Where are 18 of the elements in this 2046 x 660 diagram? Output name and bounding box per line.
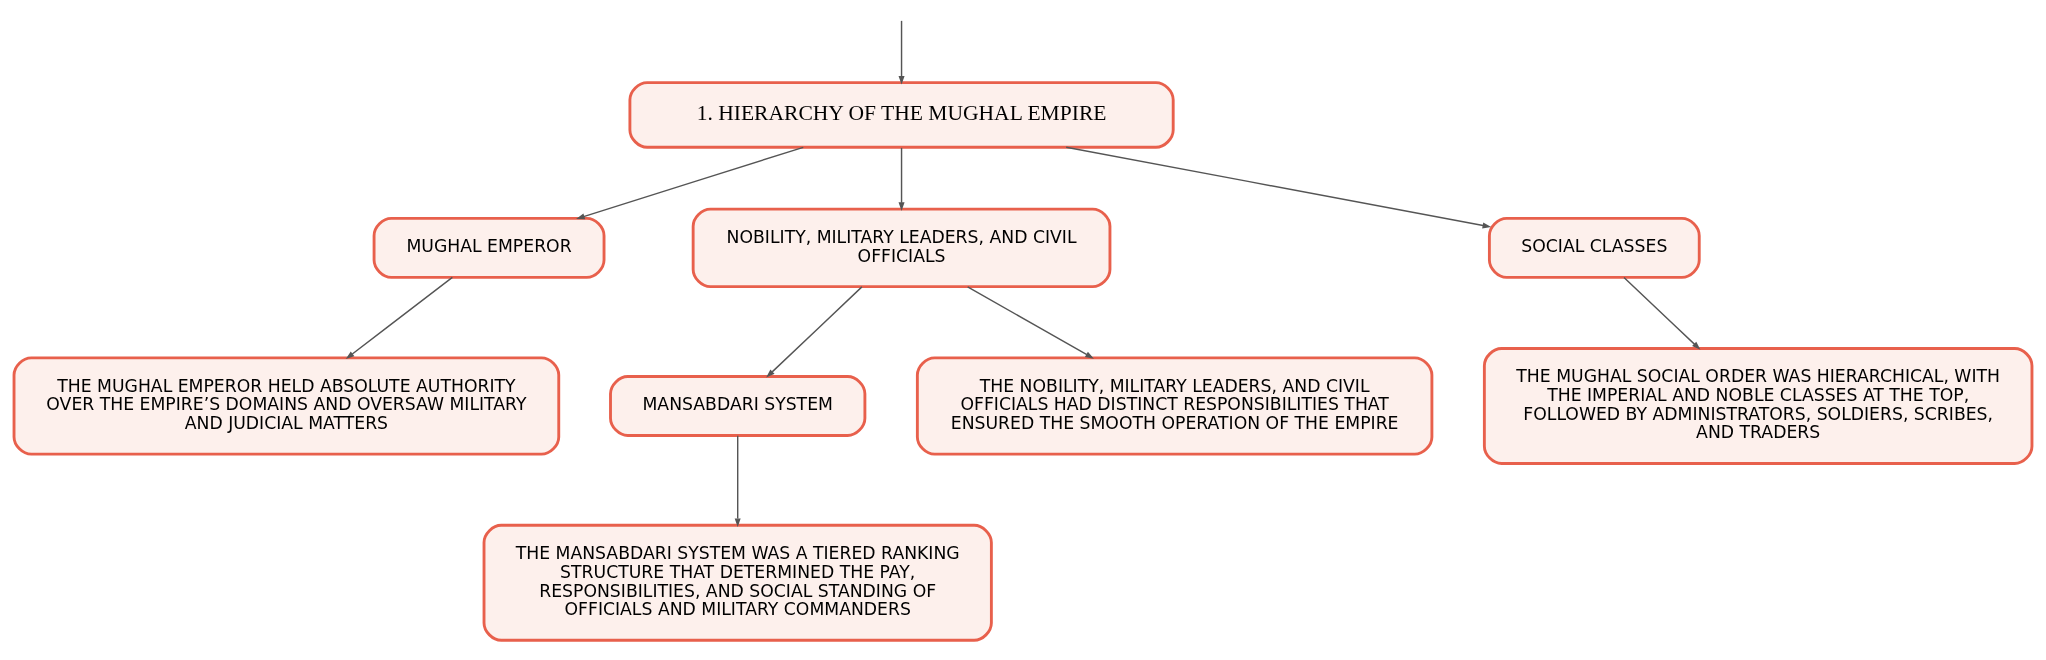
node-box: NOBILITY, MILITARY LEADERS, AND CIVIL OFFICIALS <box>691 207 1112 289</box>
arrow <box>898 147 905 211</box>
node-box: THE MANSABDARI SYSTEM WAS A TIERED RANKING STRUCTURE THAT DETERMINED THE PAY, RESPONSIBILITIES, AND SOCIAL STANDING OF OFFICIALS AND MILITARY COMMANDERS <box>482 523 993 642</box>
arrow <box>1623 276 1701 350</box>
node-box: THE MUGHAL SOCIAL ORDER WAS HIERARCHICAL, WITH THE IMPERIAL AND NOBLE CLASSES AT THE TOP, FOLLOWED BY ADMINISTRATORS, SOLDIERS, SCRIBES, AND TRADERS <box>1482 347 2034 465</box>
arrow <box>966 286 1094 359</box>
node-box: SOCIAL CLASSES <box>1487 216 1701 279</box>
arrow <box>898 20 905 85</box>
node-box: 1. HIERARCHY OF THE MUGHAL EMPIRE <box>628 81 1175 149</box>
node-box: MANSABDARI SYSTEM <box>609 375 867 437</box>
arrow <box>345 276 454 360</box>
arrow <box>1065 146 1492 229</box>
node-box: MUGHAL EMPEROR <box>372 216 606 279</box>
arrow <box>576 146 804 220</box>
arrow <box>734 435 741 528</box>
arrow <box>766 286 863 378</box>
node-box: THE MUGHAL EMPEROR HELD ABSOLUTE AUTHORITY OVER THE EMPIRE’S DOMAINS AND OVERSAW MILITARY AND JUDICIAL MATTERS <box>12 356 561 456</box>
node-box: THE NOBILITY, MILITARY LEADERS, AND CIVIL OFFICIALS HAD DISTINCT RESPONSIBILITIES THAT ENSURED THE SMOOTH OPERATION OF THE EMPIRE <box>915 356 1434 456</box>
